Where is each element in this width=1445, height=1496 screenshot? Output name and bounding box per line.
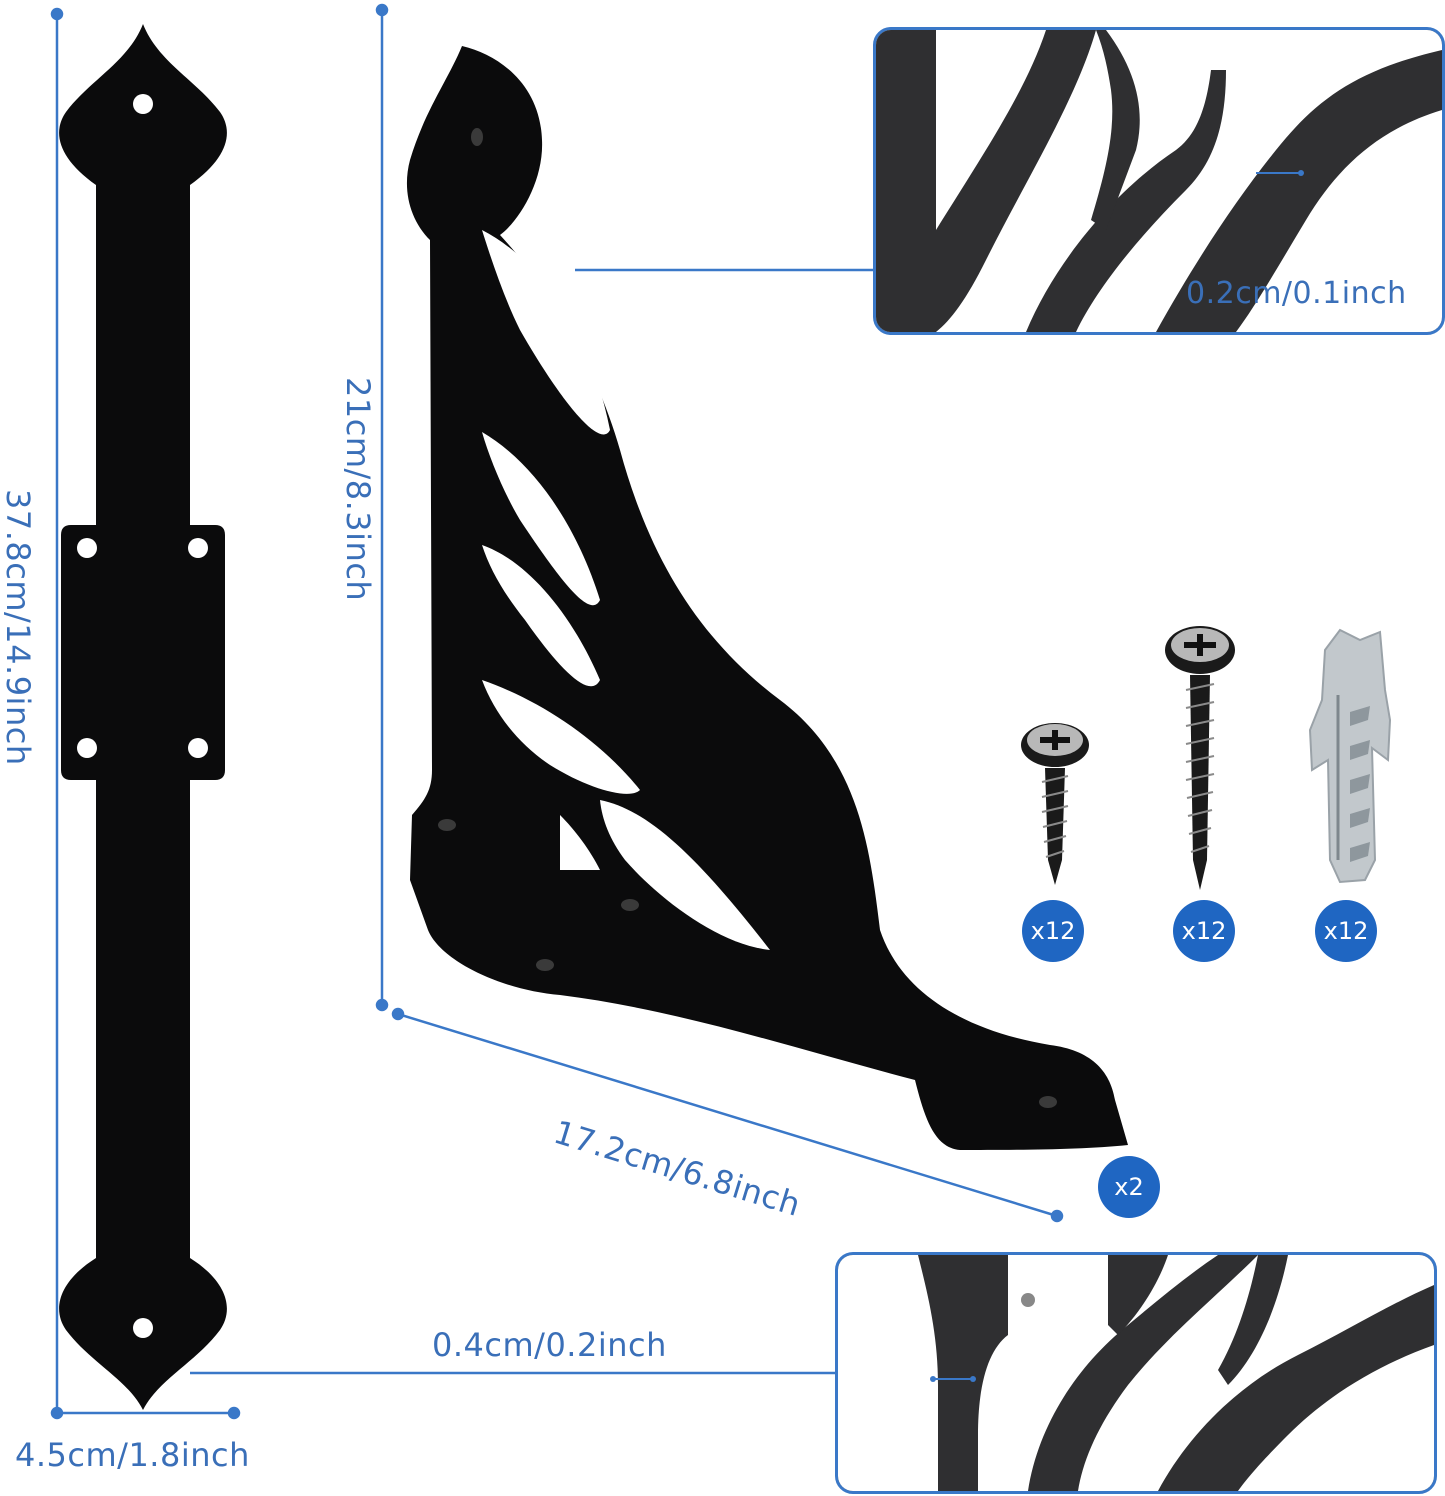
top-detail-thickness-label: 0.2cm/0.1inch: [1186, 276, 1407, 311]
long-screw-icon: [1165, 626, 1235, 890]
strap-width-label: 4.5cm/1.8inch: [15, 1436, 250, 1474]
short-screw-icon: [1021, 723, 1089, 885]
thick-edge-detail-callout: [835, 1252, 1437, 1494]
thin-edge-detail-callout: 0.2cm/0.1inch: [873, 27, 1445, 335]
bracket-height-label: 21cm/8.3inch: [339, 377, 377, 602]
short-screw-quantity-badge: x12: [1022, 900, 1084, 962]
strap-width-dimension-line: [57, 1406, 241, 1420]
thin-edge-closeup-icon: [876, 30, 1442, 332]
wall-anchor-icon: [1308, 628, 1392, 884]
bracket-quantity-badge: x2: [1098, 1156, 1160, 1218]
bracket-height-dimension-line: [375, 3, 389, 1012]
strap-hinge-icon: [59, 24, 227, 1410]
long-screw-quantity-badge: x12: [1173, 900, 1235, 962]
wall-anchor-quantity-badge: x12: [1315, 900, 1377, 962]
bracket-width-dimension-line: [391, 1007, 1064, 1223]
shelf-bracket-icon: [406, 46, 1128, 1150]
strap-length-label: 37.8cm/14.9inch: [0, 489, 37, 766]
strap-length-dimension-line: [50, 7, 64, 1420]
thick-edge-closeup-icon: [838, 1255, 1434, 1491]
bottom-detail-thickness-label: 0.4cm/0.2inch: [432, 1326, 667, 1364]
